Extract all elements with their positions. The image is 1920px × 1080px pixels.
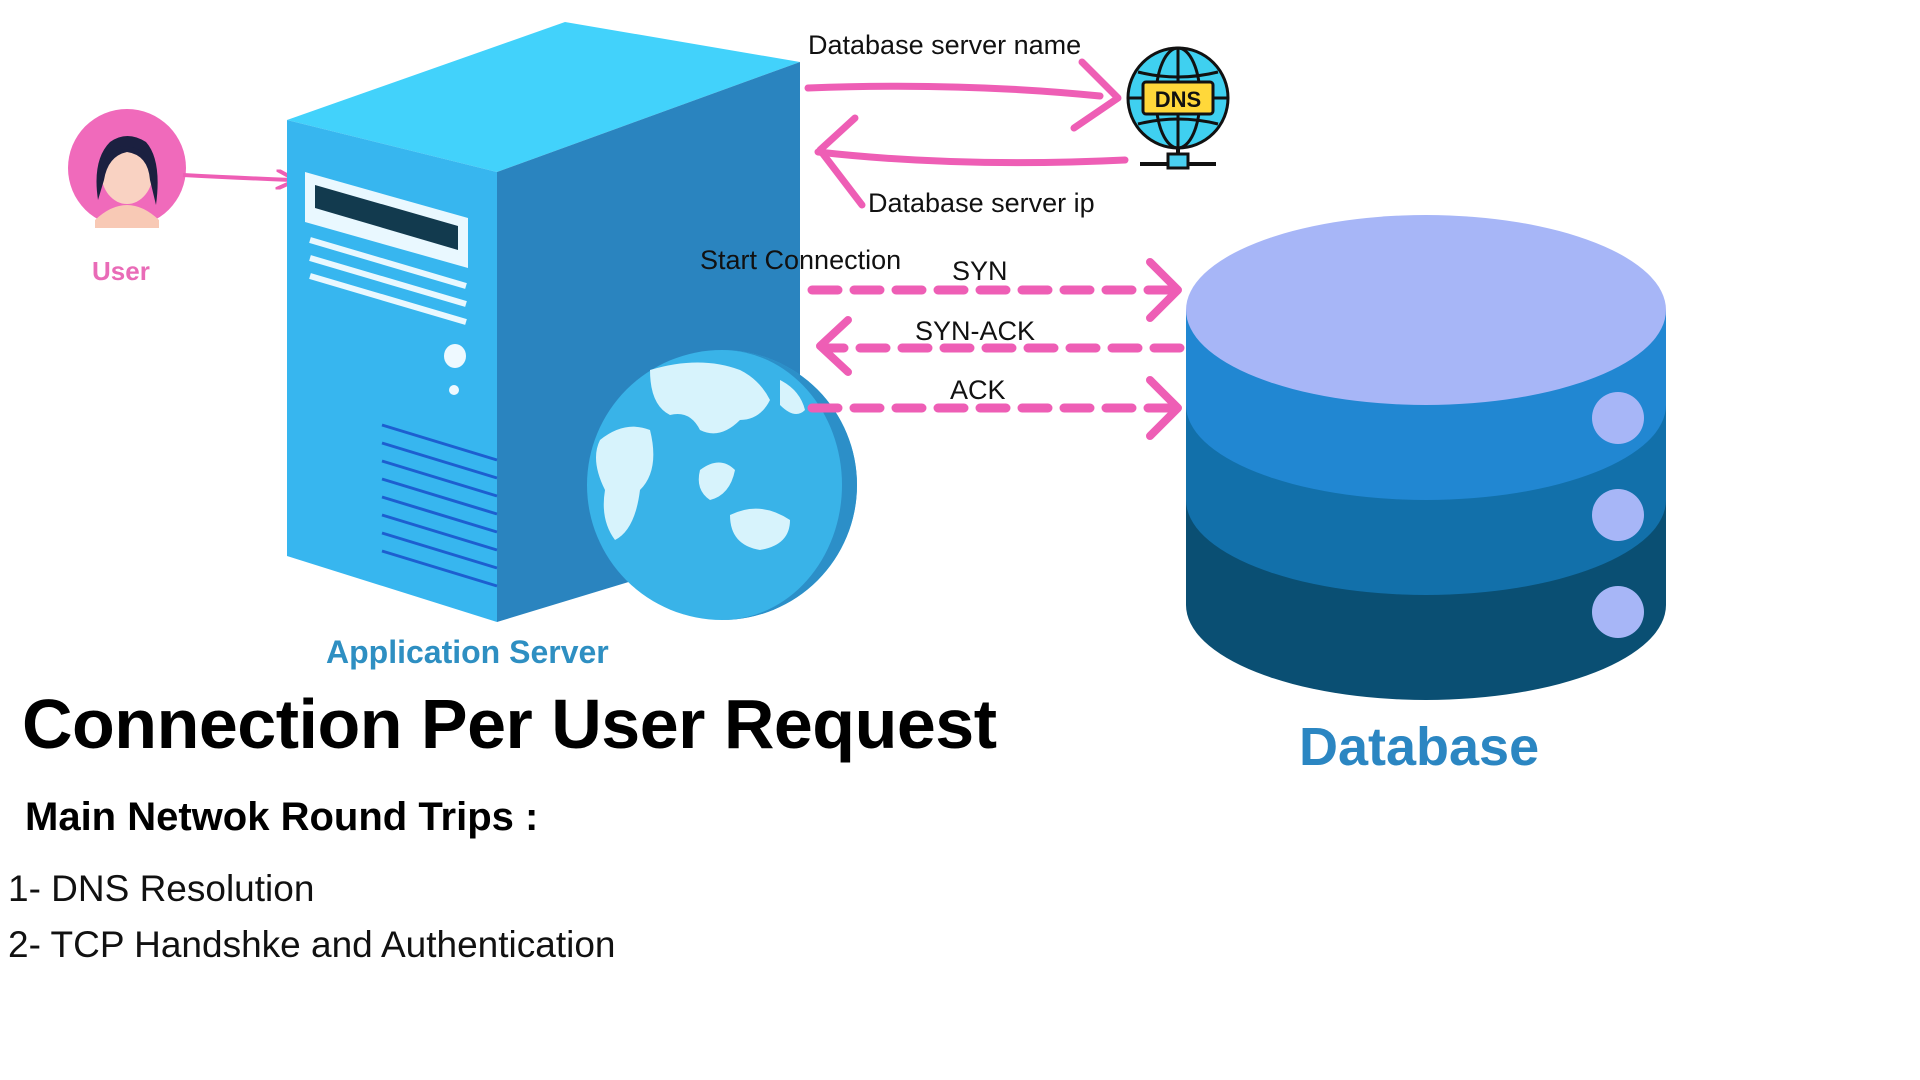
syn-ack-arrowhead xyxy=(816,316,852,376)
list-item: 1- DNS Resolution xyxy=(8,868,315,909)
dns-badge-text: DNS xyxy=(1155,87,1201,112)
syn-label: SYN xyxy=(952,256,1008,286)
db-server-name-label: Database server name xyxy=(808,30,1082,60)
syn-arrowhead xyxy=(1146,258,1182,322)
user-to-server-arrow xyxy=(182,175,292,180)
ack-arrowhead xyxy=(1146,376,1182,440)
database-label: Database xyxy=(1299,717,1540,777)
list-item: 2- TCP Handshke and Authentication xyxy=(8,924,616,965)
dns-globe-icon xyxy=(1126,46,1230,170)
page-title: Connection Per User Request xyxy=(22,685,997,763)
syn-ack-label: SYN-ACK xyxy=(915,316,1036,346)
database-cylinder-icon xyxy=(1186,215,1666,700)
start-connection-label: Start Connection xyxy=(700,245,902,275)
globe-icon xyxy=(587,350,857,620)
server-tower-icon xyxy=(287,22,800,622)
user-label: User xyxy=(92,256,150,286)
name-request-arrow xyxy=(804,82,1104,100)
ack-label: ACK xyxy=(950,375,1006,405)
ip-response-arrowhead xyxy=(816,114,866,209)
ip-response-arrow xyxy=(814,148,1129,167)
user-avatar-icon xyxy=(68,109,186,228)
section-subtitle: Main Netwok Round Trips : xyxy=(25,795,539,839)
db-server-ip-label: Database server ip xyxy=(868,188,1095,218)
app-server-label: Application Server xyxy=(326,634,609,670)
name-request-arrowhead xyxy=(1070,58,1122,132)
